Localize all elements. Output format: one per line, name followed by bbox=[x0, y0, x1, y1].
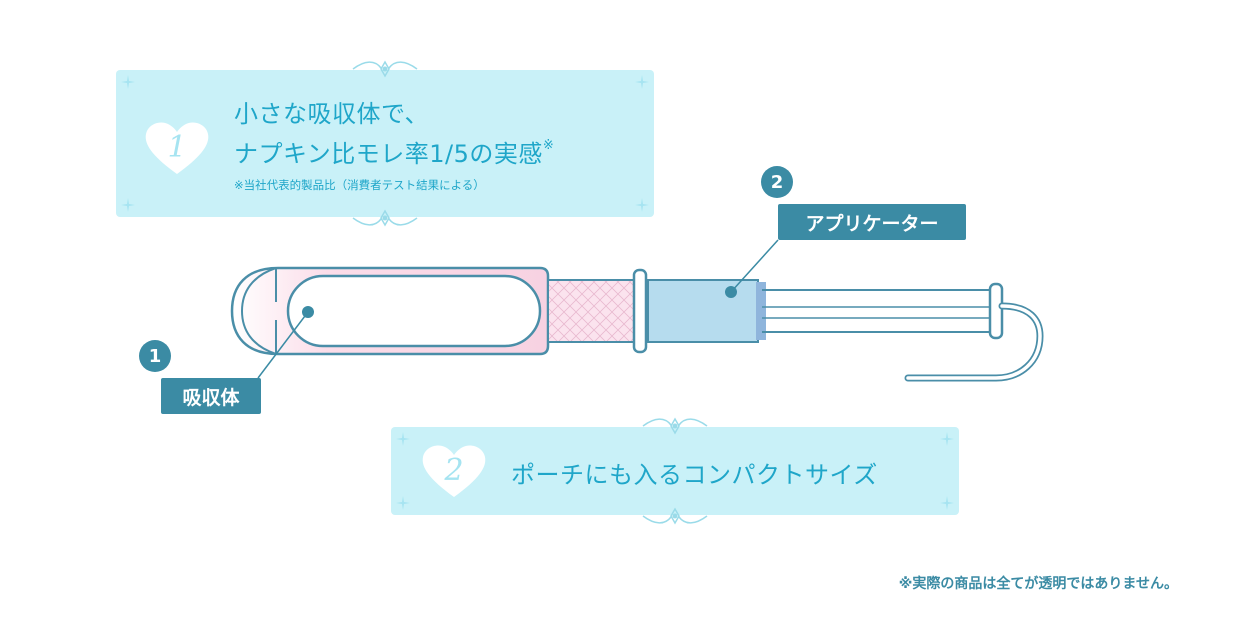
ornament-bottom-icon bbox=[642, 507, 708, 525]
corner-sparkle-icon bbox=[635, 75, 649, 89]
feature-title-line2: ナプキン比モレ率1/5の実感※ bbox=[234, 138, 555, 168]
ornament-top-icon bbox=[352, 60, 418, 78]
corner-sparkle-icon bbox=[940, 432, 954, 446]
ornament-bottom-icon bbox=[352, 209, 418, 227]
heart-icon: 1 bbox=[142, 118, 212, 178]
applicator-label: アプリケーター bbox=[778, 204, 966, 240]
feature-number: 2 bbox=[444, 452, 464, 488]
feature-note: ※当社代表的製品比（消費者テスト結果による） bbox=[234, 178, 485, 192]
ornament-top-icon bbox=[642, 417, 708, 435]
feature-number: 1 bbox=[167, 129, 187, 165]
corner-sparkle-icon bbox=[396, 496, 410, 510]
corner-sparkle-icon bbox=[121, 75, 135, 89]
callout-leaders bbox=[257, 239, 779, 379]
callout-number-2: 2 bbox=[761, 166, 793, 198]
corner-sparkle-icon bbox=[635, 198, 649, 212]
callout-number-1: 1 bbox=[139, 340, 171, 372]
corner-sparkle-icon bbox=[121, 198, 135, 212]
footnote-mark: ※ bbox=[542, 138, 555, 153]
feature-title-line1: 小さな吸収体で、 bbox=[234, 100, 430, 128]
disclaimer-footnote: ※実際の商品は全てが透明ではありません。 bbox=[898, 576, 1178, 592]
feature-card-2: 2 ポーチにも入るコンパクトサイズ bbox=[391, 417, 959, 525]
corner-sparkle-icon bbox=[396, 432, 410, 446]
feature-title: ポーチにも入るコンパクトサイズ bbox=[511, 461, 878, 489]
applicator bbox=[632, 268, 1044, 382]
heart-icon: 2 bbox=[419, 441, 489, 501]
feature-card-1: 1 小さな吸収体で、 ナプキン比モレ率1/5の実感※ ※当社代表的製品比（消費者… bbox=[116, 60, 654, 227]
absorbent-body bbox=[230, 266, 641, 356]
absorbent-label: 吸収体 bbox=[161, 378, 261, 414]
corner-sparkle-icon bbox=[940, 496, 954, 510]
